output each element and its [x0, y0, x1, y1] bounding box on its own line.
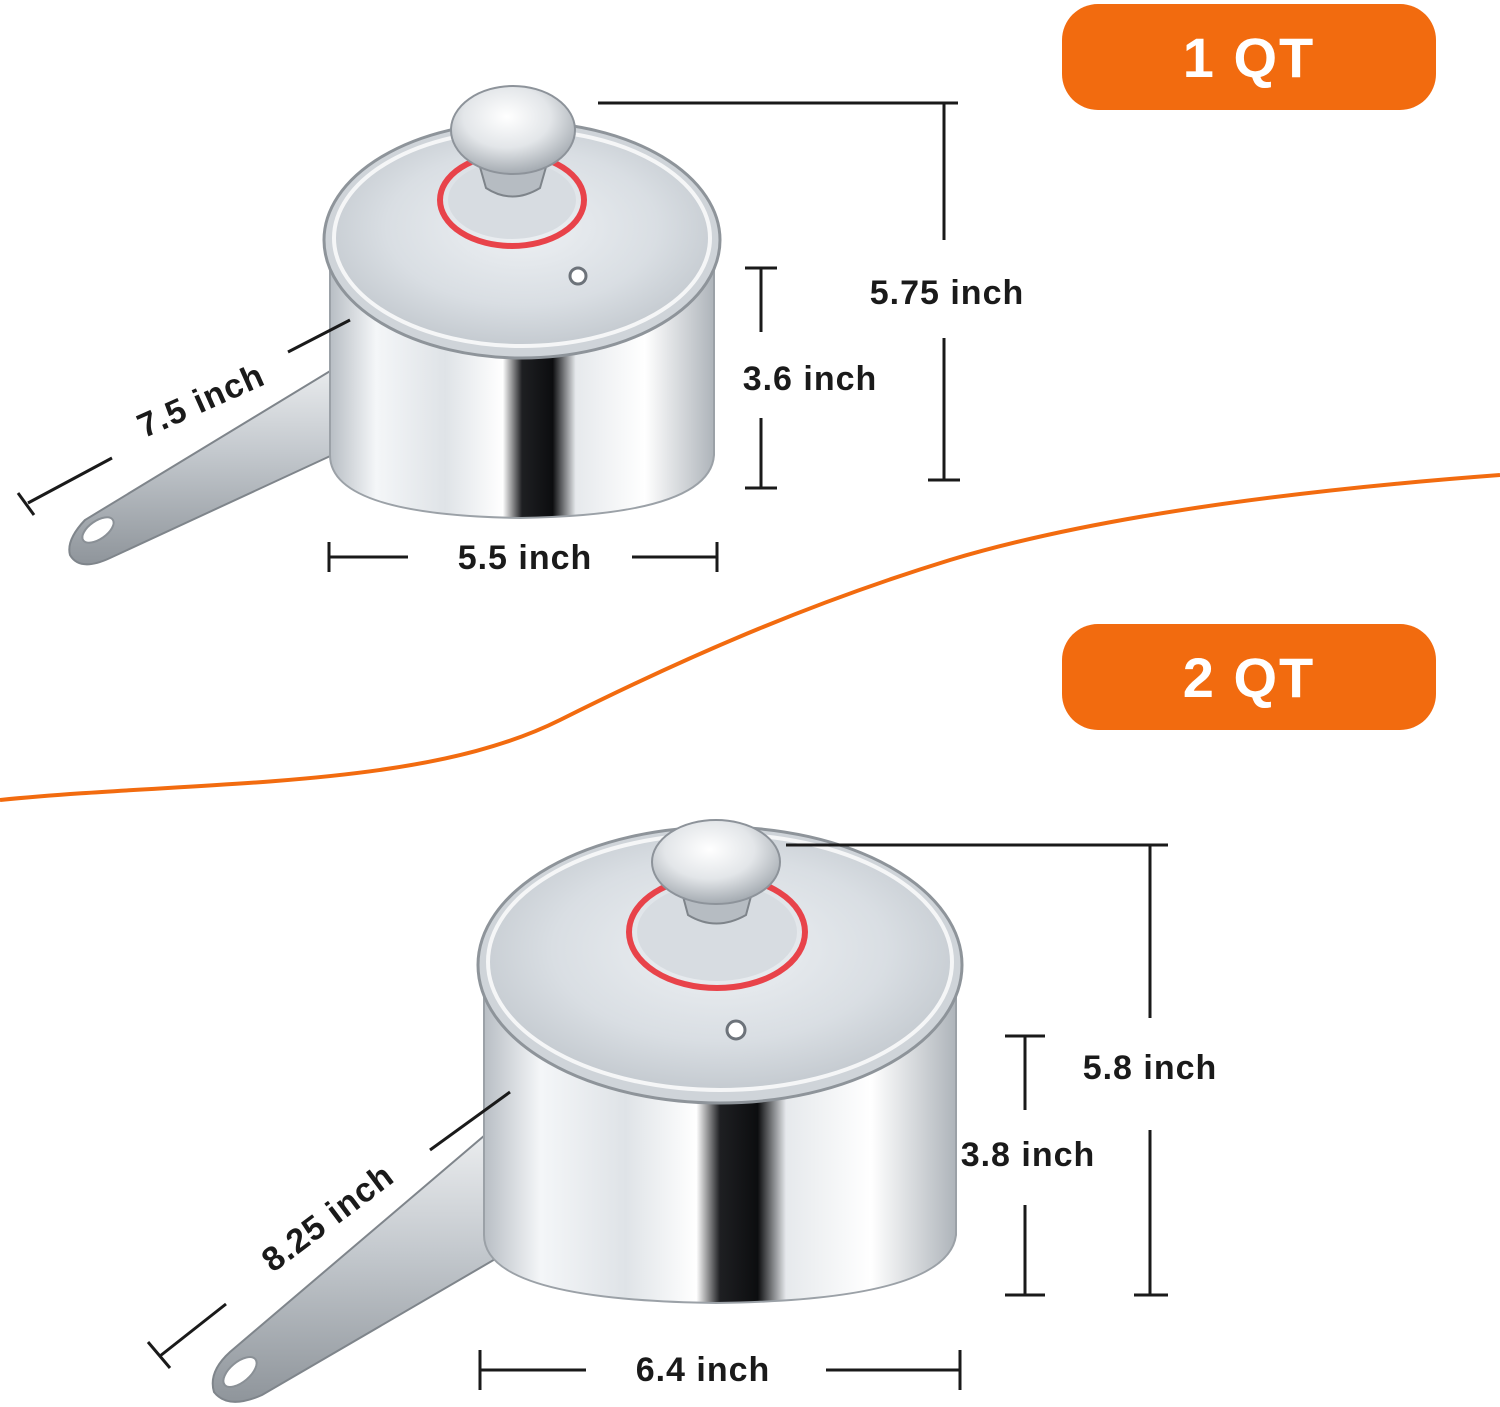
- dimension-lines-2qt: [146, 843, 1168, 1390]
- size-badge-1qt: 1 QT: [1062, 4, 1436, 110]
- total-height-label-1qt: 5.75 inch: [869, 274, 1025, 312]
- pan-2qt: [211, 819, 964, 1403]
- dimension-lines-1qt: [16, 101, 960, 572]
- body-height-label-2qt: 3.8 inch: [960, 1136, 1096, 1174]
- size-badge-1qt-label: 1 QT: [1182, 25, 1316, 89]
- steam-vent-2qt: [725, 1019, 747, 1041]
- divider-wave: [0, 473, 1500, 802]
- total-height-label-2qt: 5.8 inch: [1082, 1049, 1218, 1087]
- size-badge-2qt-label: 2 QT: [1182, 645, 1316, 709]
- body-height-label-1qt: 3.6 inch: [742, 360, 878, 398]
- size-badge-2qt: 2 QT: [1062, 624, 1436, 730]
- pan-1qt: [68, 85, 722, 566]
- steam-vent-1qt: [568, 266, 588, 286]
- diameter-label-2qt: 6.4 inch: [635, 1351, 771, 1389]
- diameter-label-1qt: 5.5 inch: [457, 539, 593, 577]
